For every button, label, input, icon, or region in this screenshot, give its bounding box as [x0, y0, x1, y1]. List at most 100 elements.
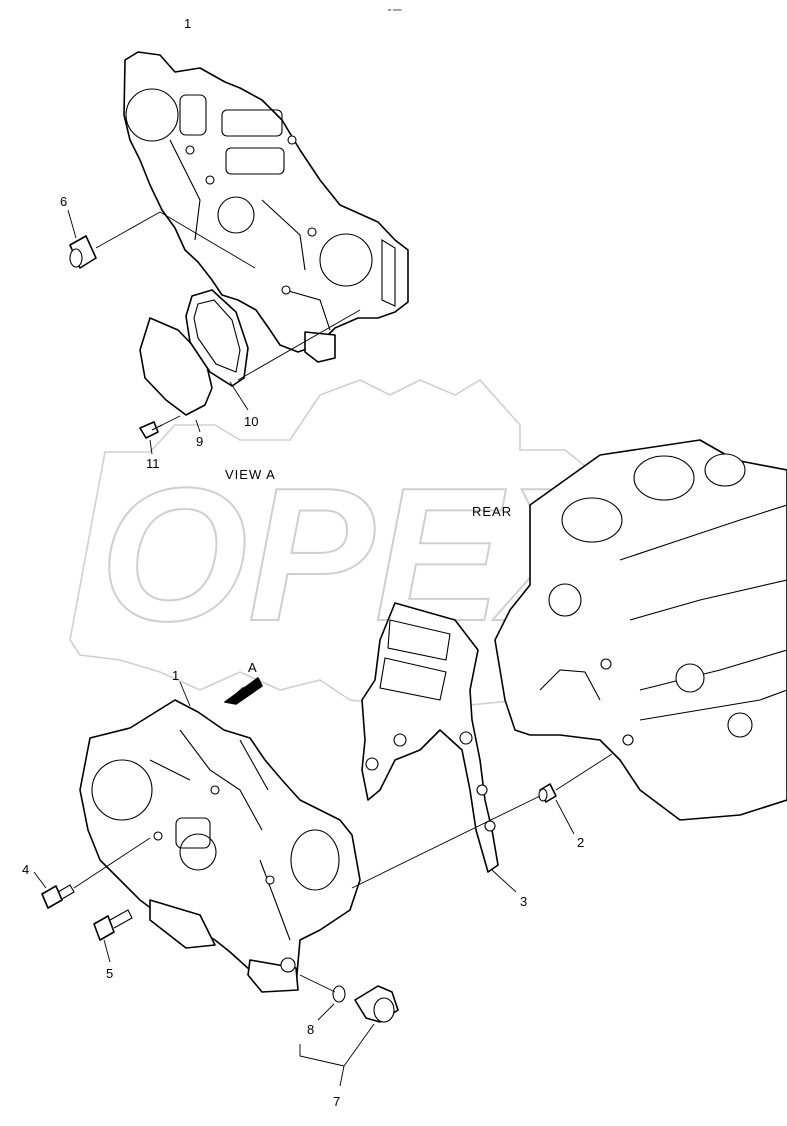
plug-end [69, 248, 83, 268]
part-4-bolt [33, 837, 151, 909]
gear-case-pad [175, 817, 211, 849]
bolt-hole [210, 785, 220, 795]
view-a-arrow [224, 677, 263, 705]
callout-2: 2 [577, 835, 584, 850]
gear-case-window-1 [221, 109, 283, 137]
block-ribs [639, 689, 787, 721]
part-10-gasket-outer [185, 289, 249, 387]
gasket-window-2 [379, 657, 447, 701]
block-boss [727, 712, 753, 738]
part-7-plug-face [373, 997, 395, 1023]
cylinder-bore [704, 453, 746, 487]
callout-1-top: 1 [184, 16, 191, 31]
arrow-head [225, 686, 244, 703]
leader-line [343, 1023, 375, 1067]
leader-line [73, 837, 151, 889]
gear-case-ribs [169, 139, 331, 331]
part-11-bolt [139, 421, 163, 455]
leader-line [149, 439, 153, 455]
engine-block [494, 439, 787, 821]
leader-line [159, 211, 256, 269]
gear-case-ribs [149, 729, 291, 941]
part-6-plug [67, 209, 256, 269]
gear-case-lower-foot [149, 899, 216, 949]
gear-case-window-3 [179, 94, 207, 136]
block-ribs [619, 504, 787, 691]
leader-line [339, 1065, 345, 1087]
bolt-hole [600, 658, 612, 670]
gasket-hole [459, 731, 473, 745]
leader-line [555, 799, 575, 835]
leader-line [179, 681, 191, 707]
callout-3: 3 [520, 894, 527, 909]
bolt-head [93, 915, 115, 941]
bolt-hole [205, 175, 215, 185]
gasket-outline [361, 602, 499, 873]
assembly-centerline [351, 795, 541, 889]
gear-case-upper-bore [91, 759, 153, 821]
callout-11: 11 [146, 456, 160, 471]
gear-case-center-bore [217, 196, 255, 234]
bolt-hole [287, 135, 297, 145]
part-10-gasket-inner [193, 299, 241, 373]
header-mark: ≈ ══ [388, 8, 402, 14]
callout-9: 9 [196, 434, 203, 449]
view-a-arrow-label: A [248, 660, 257, 675]
bracket-line [299, 1044, 345, 1067]
cylinder-bore [561, 497, 623, 543]
gear-case-body [79, 699, 361, 991]
leader-line [491, 869, 517, 893]
dowel-end [538, 788, 548, 802]
part-3-gasket [361, 602, 517, 893]
bolt-head [41, 885, 63, 909]
bolt-shank [151, 424, 163, 431]
gasket-hole [484, 820, 496, 832]
leader-line [229, 381, 249, 411]
bolt-shank [109, 909, 133, 929]
bolt-hole [307, 227, 317, 237]
bolt-hole [153, 831, 163, 841]
bolt-hole [185, 145, 195, 155]
part-5-bolt [93, 909, 133, 963]
gear-case-window-2 [225, 147, 285, 175]
gear-case-foot [304, 331, 336, 363]
callout-5: 5 [106, 966, 113, 981]
leader-line [159, 415, 181, 427]
leader-line [299, 974, 336, 993]
bolt-hole [281, 285, 291, 295]
gear-case-lower-bore [319, 233, 373, 287]
bolt-shank [57, 884, 75, 900]
cover-plate-and-gasket [139, 289, 361, 433]
gasket-hole [365, 757, 379, 771]
oil-port [280, 957, 296, 973]
gear-case-view-a [123, 51, 409, 363]
callout-7: 7 [333, 1094, 340, 1109]
gasket-window-1 [387, 619, 451, 661]
callout-4: 4 [22, 862, 29, 877]
leader-line [67, 209, 77, 239]
part-7-8-plug-assembly [299, 974, 399, 1087]
callout-1-bottom: 1 [172, 668, 179, 683]
rear-label: REAR [472, 504, 512, 519]
gear-case-flange [381, 239, 396, 307]
callout-8: 8 [307, 1022, 314, 1037]
gear-case-upper-bore [125, 88, 179, 142]
leader-line [555, 753, 613, 791]
leader-line [195, 419, 201, 433]
gear-case-center-bore [179, 833, 217, 871]
bolt-hole [265, 875, 275, 885]
leader-line [317, 1003, 335, 1021]
leader-line [95, 211, 161, 249]
gear-case-front-view [79, 681, 541, 993]
block-crank-arch [539, 669, 601, 701]
part-2-dowel [538, 753, 613, 835]
leader-line [33, 871, 47, 889]
bolt-hole [622, 734, 634, 746]
gasket-hole [393, 733, 407, 747]
cylinder-bore [633, 455, 695, 501]
leader-line [237, 309, 361, 381]
gear-case-lower-bore [290, 829, 340, 891]
bolt-head [139, 421, 159, 439]
part-8-o-ring [332, 985, 346, 1003]
